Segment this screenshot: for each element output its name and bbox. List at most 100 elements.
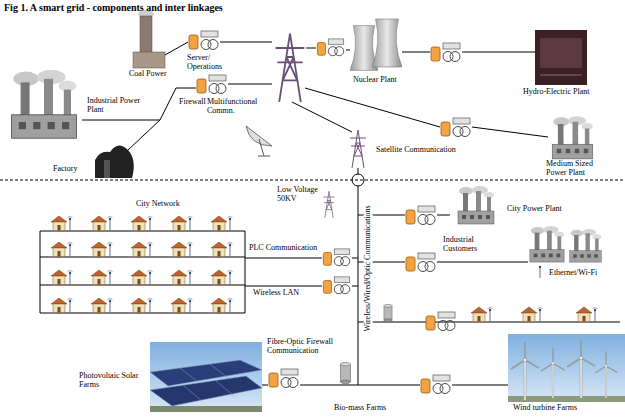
illustration-circle xyxy=(539,266,541,268)
component-label: Wind turbine Farms xyxy=(512,404,578,413)
component-label: Medium Sized Power Plant xyxy=(545,160,609,178)
illustration-rect xyxy=(540,38,582,68)
illustration-rect xyxy=(535,30,587,85)
component-label: Nuclear Plant xyxy=(352,76,398,85)
medium-plant-router xyxy=(441,118,470,137)
grid-wires xyxy=(82,42,548,150)
illustration-line xyxy=(437,262,528,263)
cooling-tower xyxy=(372,19,402,67)
illustration-line xyxy=(437,215,450,216)
illustration-line xyxy=(258,156,270,157)
city-power-plant xyxy=(458,186,494,224)
component-label: Wireless LAN xyxy=(252,289,300,298)
illustration-use xyxy=(211,242,233,257)
component-label: Industrial Customers xyxy=(442,236,494,254)
illustration-line xyxy=(540,267,541,278)
illustration-use xyxy=(51,242,73,257)
component-label: City Power Plant xyxy=(506,205,563,214)
server-router xyxy=(189,31,218,50)
component-label: Wireless/Wired/Optic Communications xyxy=(364,204,373,332)
illustration-path xyxy=(246,126,272,146)
hydro-router xyxy=(431,43,460,62)
biomass-cylinder xyxy=(341,362,351,383)
component-label: Multifunctional Commn. xyxy=(206,98,266,116)
illustration-line xyxy=(180,368,198,382)
illustration-line xyxy=(220,42,272,43)
illustration-line xyxy=(472,127,548,137)
illustration-use xyxy=(171,270,193,285)
component-label: Industrial Power Plant xyxy=(86,97,150,115)
illustration-line xyxy=(540,75,582,76)
illustration-use xyxy=(471,307,493,322)
illustration-rect xyxy=(150,406,262,412)
illustration-polygon xyxy=(150,376,262,406)
illustration-use xyxy=(595,352,617,398)
illustration-line xyxy=(245,286,322,287)
home-router xyxy=(426,312,455,331)
illustration-line xyxy=(245,258,322,259)
fibre-router xyxy=(269,369,298,388)
wind-farm-picture xyxy=(508,334,625,402)
illustration-rect xyxy=(140,16,152,58)
illustration-line xyxy=(210,364,228,378)
illustration-rect xyxy=(508,334,625,402)
transmission-tower xyxy=(276,34,305,102)
illustration-line xyxy=(40,231,41,313)
illustration-use xyxy=(51,270,73,285)
illustration-line xyxy=(184,386,202,401)
component-label: Factory xyxy=(52,165,78,174)
illustration-use xyxy=(91,242,113,257)
wifi-antenna xyxy=(539,266,541,278)
illustration-use xyxy=(211,270,233,285)
illustration-use xyxy=(171,242,193,257)
illustration-line xyxy=(245,231,246,313)
illustration-use xyxy=(171,298,193,313)
illustration-line xyxy=(462,52,535,53)
illustration-line xyxy=(346,50,350,51)
illustration-line xyxy=(402,52,430,53)
firewall-router xyxy=(197,75,226,94)
illustration-line xyxy=(300,385,420,386)
illustration-line xyxy=(228,84,272,85)
illustration-use xyxy=(511,342,539,400)
illustration-use xyxy=(91,216,113,231)
factory-icon xyxy=(95,145,134,178)
divider-line xyxy=(0,180,625,181)
junction-ring xyxy=(352,174,364,186)
consumer-houses xyxy=(471,307,598,322)
wind-router xyxy=(421,375,450,394)
low-voltage-pylon xyxy=(323,191,334,218)
industrial-customer xyxy=(570,229,602,262)
illustration-use xyxy=(91,270,113,285)
plc-router xyxy=(323,249,349,266)
illustration-rect xyxy=(150,342,262,412)
hydro-electric-plant xyxy=(535,30,587,85)
figure-title: Fig 1. A smart grid - components and int… xyxy=(3,2,224,13)
illustration-rect xyxy=(133,52,165,68)
illustration-use xyxy=(171,216,193,231)
illustration-use xyxy=(131,270,153,285)
illustration-use xyxy=(576,307,598,322)
illustration-use xyxy=(51,216,73,231)
industrial-customer xyxy=(530,226,564,262)
component-label: PLC Communication xyxy=(248,244,318,253)
industrial-router xyxy=(406,253,435,272)
component-label: Hydro-Electric Plant xyxy=(522,88,590,97)
illustration-line xyxy=(358,168,359,174)
illustration-use xyxy=(521,307,543,322)
satellite-dish xyxy=(246,126,272,156)
illustration-use xyxy=(91,298,113,313)
illustration-line xyxy=(165,42,188,55)
component-label: Fibre-Optic Firewall Communication xyxy=(266,338,340,356)
illustration-line xyxy=(128,120,160,150)
component-label: Ethernet/Wi-Fi xyxy=(548,269,598,278)
illustration-line xyxy=(262,385,268,386)
illustration-rect xyxy=(104,160,110,178)
illustration-path xyxy=(95,145,134,178)
illustration-line xyxy=(292,102,352,132)
component-label: Low Voltage 50KV xyxy=(276,186,322,204)
city-plant-router xyxy=(406,206,435,225)
coal-power-plant xyxy=(133,10,165,68)
illustration-use xyxy=(51,298,73,313)
